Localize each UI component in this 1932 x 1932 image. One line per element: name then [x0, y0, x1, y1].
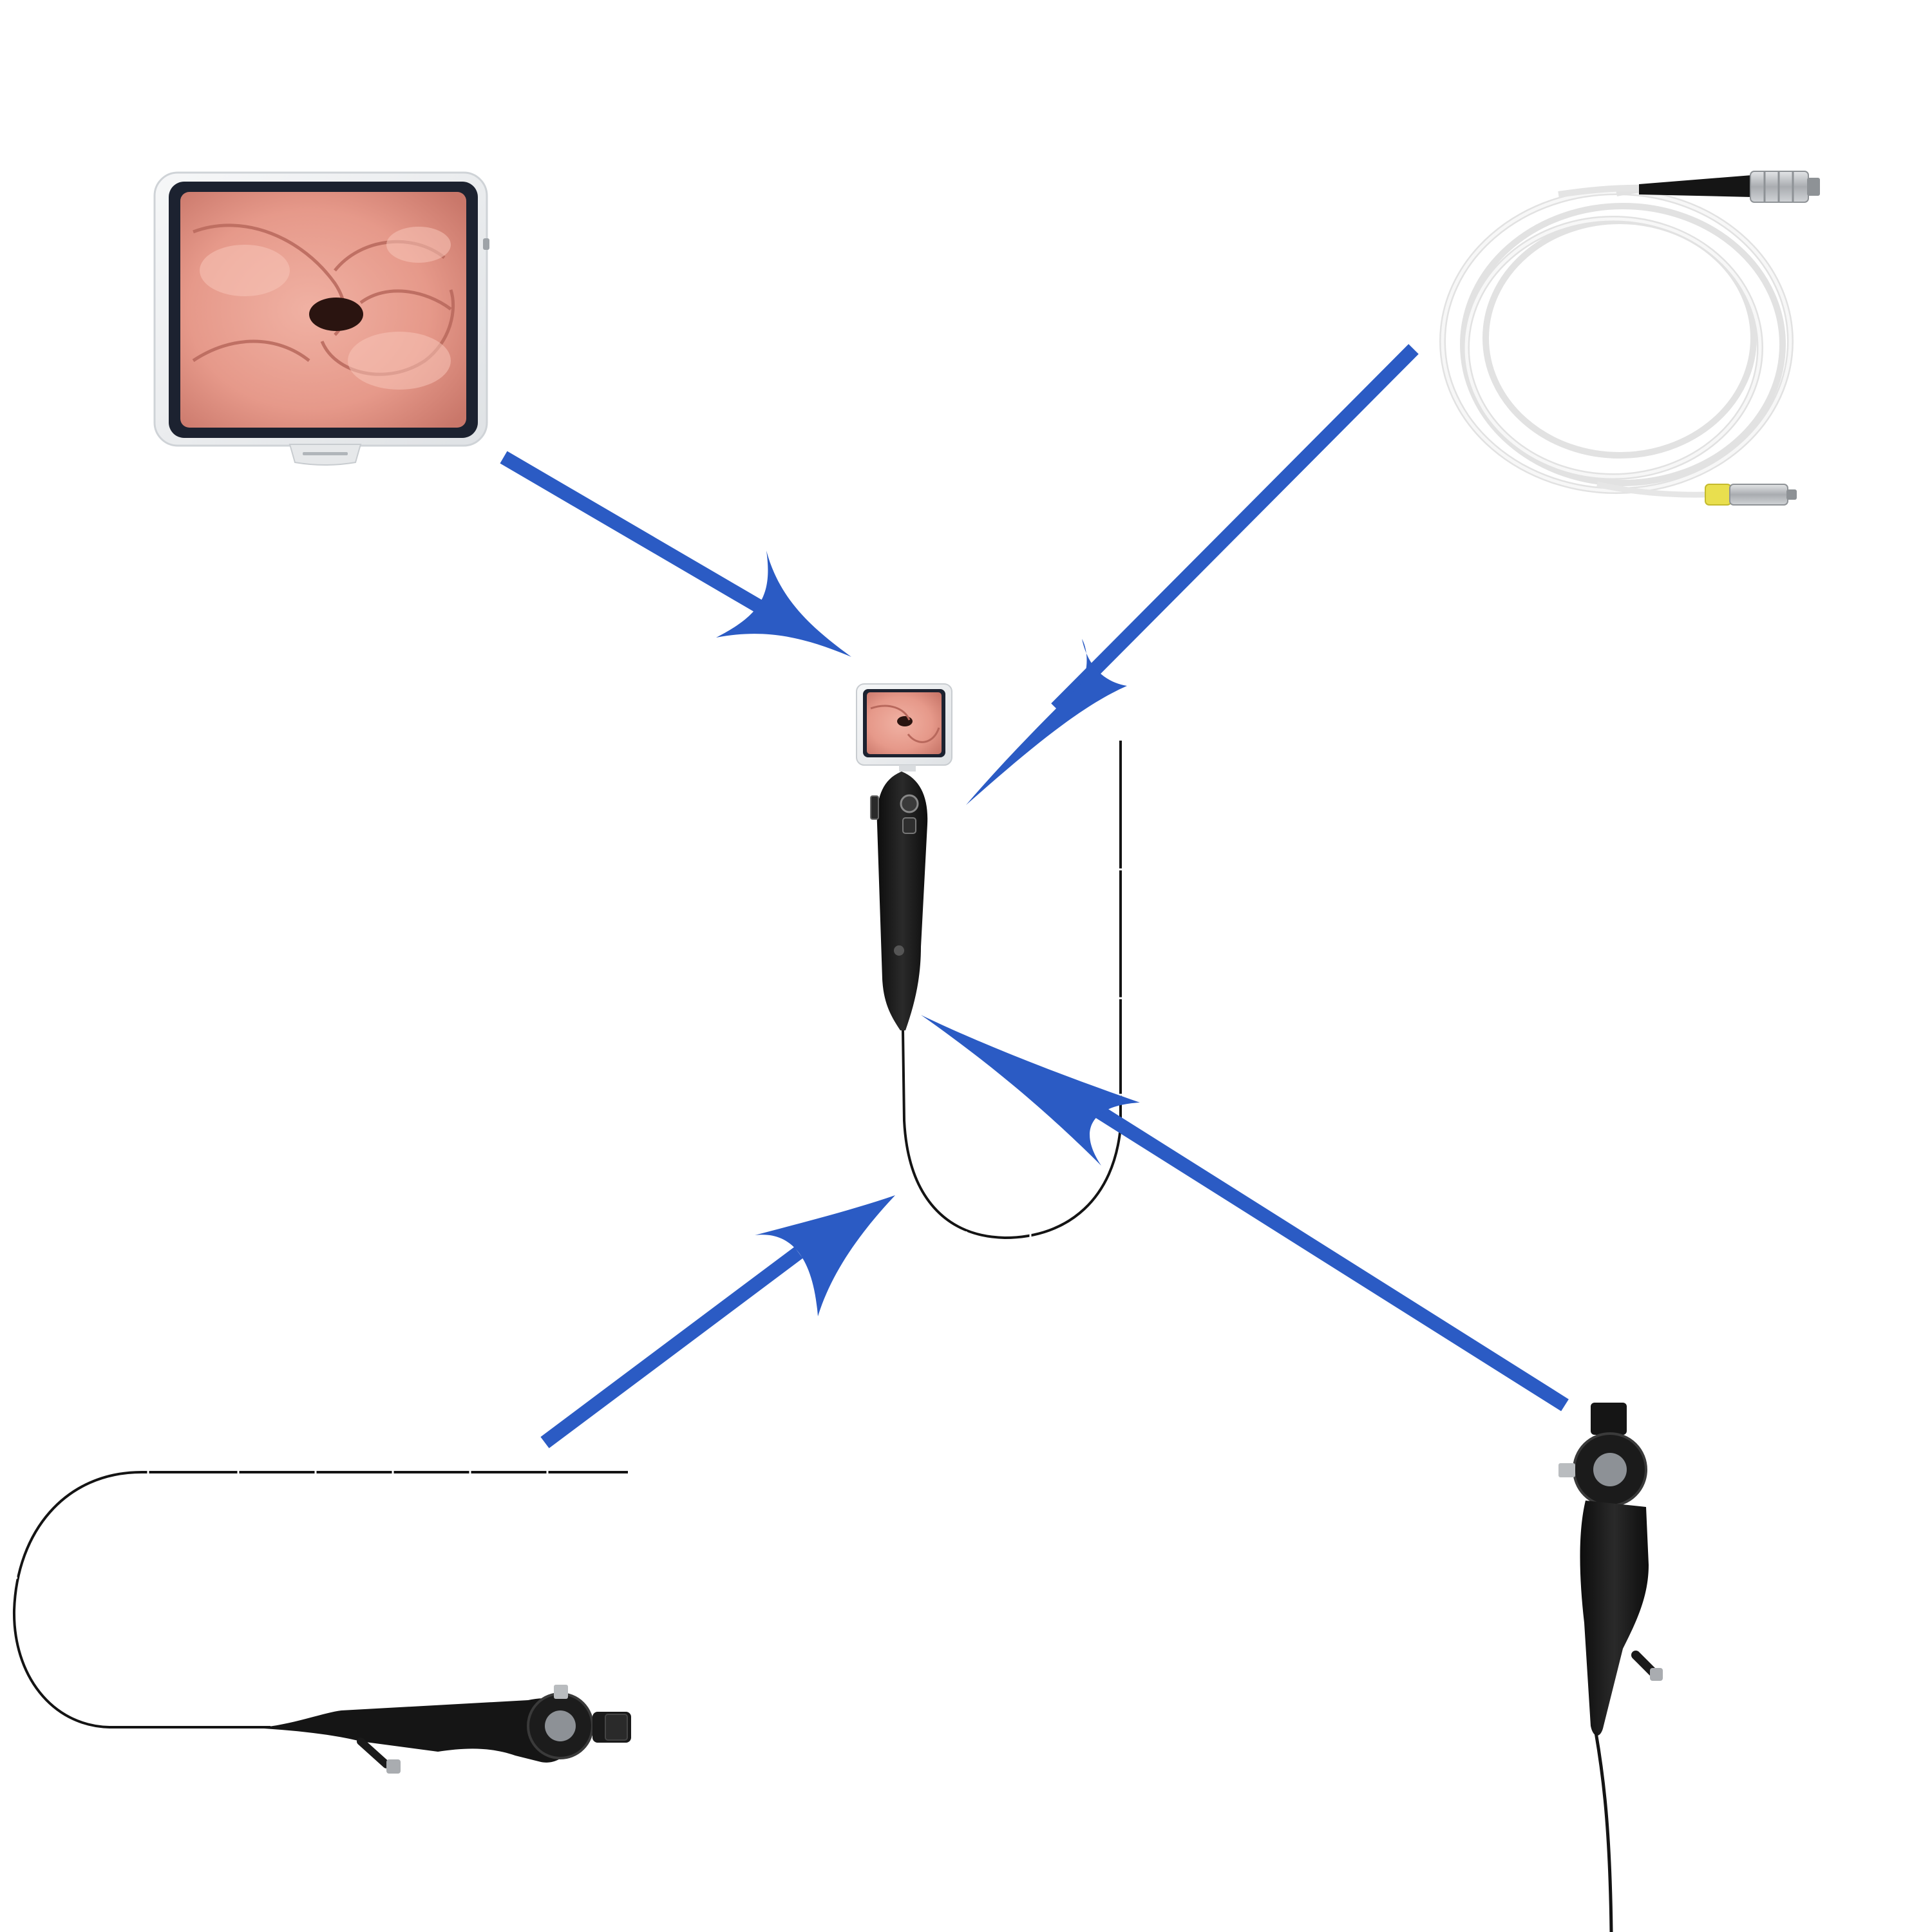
arrow-cable-to-endoscope — [966, 344, 1419, 805]
cable-component — [1439, 171, 1820, 506]
horizontal-endoscope-component — [11, 1469, 631, 1774]
endoscope-with-screen-icon — [856, 683, 1124, 1240]
arrows — [500, 344, 1569, 1448]
display-monitor-icon — [153, 171, 489, 466]
center-endoscope-component — [856, 683, 1124, 1240]
monitor-component — [153, 171, 489, 466]
arrow-monitor-to-endoscope — [500, 451, 851, 657]
arrow-horizontal-endoscope-to-center — [540, 1195, 895, 1448]
endoscope-icon — [1558, 1403, 1663, 1932]
coiled-cable-icon — [1439, 171, 1820, 506]
vertical-endoscope-component — [1558, 1403, 1663, 1932]
arrow-vertical-endoscope-to-center — [921, 1015, 1569, 1412]
endoscope-icon — [11, 1469, 631, 1774]
